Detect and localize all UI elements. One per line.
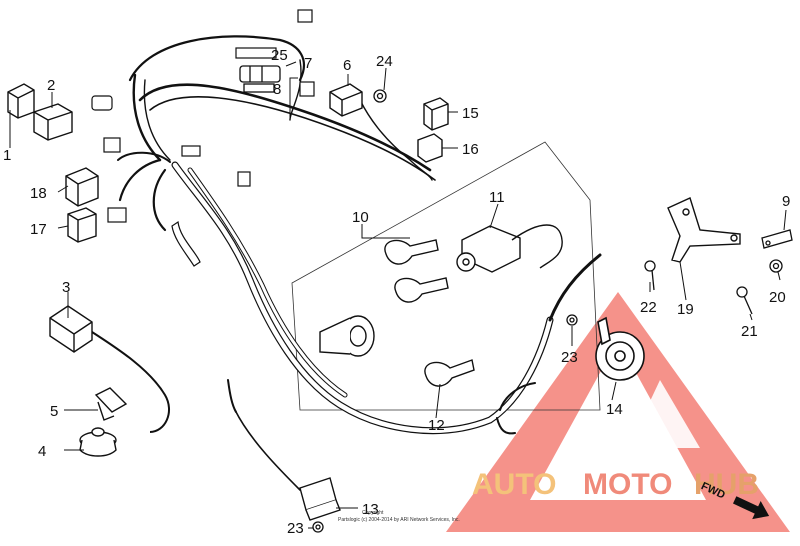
callout-6[interactable]: 6: [343, 57, 351, 74]
bolt-part-23-upper[interactable]: [566, 314, 578, 326]
watermark-text-moto: MOTO: [583, 468, 672, 501]
callout-22[interactable]: 22: [640, 299, 657, 316]
callout-16[interactable]: 16: [462, 141, 479, 158]
callout-13[interactable]: 13: [362, 501, 379, 518]
callout-3[interactable]: 3: [62, 279, 70, 296]
watermark-inner-triangle: [628, 380, 700, 448]
connector-part-6[interactable]: [329, 83, 363, 117]
callout-25[interactable]: 25: [271, 47, 288, 64]
harness-connectors: [91, 9, 315, 267]
fwd-arrow-icon: [732, 496, 770, 520]
relay-part-2[interactable]: [33, 103, 73, 141]
callout-8[interactable]: 8: [273, 81, 281, 98]
nut-part-20[interactable]: [769, 259, 783, 273]
ignition-assembly-box: [291, 141, 601, 411]
callout-2[interactable]: 2: [47, 77, 55, 94]
callout-10[interactable]: 10: [352, 209, 369, 226]
key-set-part-10[interactable]: [384, 239, 449, 303]
main-wire-harness: [117, 35, 602, 491]
bolt-part-24[interactable]: [373, 89, 387, 103]
callout-5[interactable]: 5: [50, 403, 58, 420]
spark-plug-cap-part-5[interactable]: [94, 387, 128, 421]
callout-12[interactable]: 12: [428, 417, 445, 434]
lock-cylinder-part-10[interactable]: [319, 315, 375, 357]
callout-15[interactable]: 15: [462, 105, 479, 122]
callout-14[interactable]: 14: [606, 401, 623, 418]
callout-23-lower[interactable]: 23: [287, 520, 304, 537]
ignition-coil-part-3[interactable]: [49, 305, 170, 433]
plate-part-9[interactable]: [761, 229, 793, 249]
ignition-switch-part-11[interactable]: [456, 224, 563, 273]
fuse-holder-part-7-8[interactable]: [239, 65, 281, 93]
callout-7[interactable]: 7: [304, 55, 312, 72]
callout-11[interactable]: 11: [489, 189, 505, 206]
callout-19[interactable]: 19: [677, 301, 694, 318]
callout-4[interactable]: 4: [38, 443, 46, 460]
copyright-line-1: Copyright: [362, 510, 384, 516]
callout-24[interactable]: 24: [376, 53, 393, 70]
horn-part-14[interactable]: [595, 316, 645, 381]
copyright-notice: Copyright Partslogic (c) 2004-2014 by AR…: [338, 510, 460, 523]
part-callouts: 1 2 3 4 5 6 7 8 9 10 11 12 13 14 15 16 1…: [3, 47, 790, 537]
callout-9[interactable]: 9: [782, 193, 790, 210]
washer-part-23-lower[interactable]: [312, 521, 324, 533]
callout-18[interactable]: 18: [30, 185, 47, 202]
leader-lines: [9, 61, 787, 529]
callout-17[interactable]: 17: [30, 221, 47, 238]
relay-part-1[interactable]: [7, 83, 35, 119]
callout-21[interactable]: 21: [741, 323, 758, 340]
relay-part-17[interactable]: [67, 207, 97, 243]
callout-23-upper[interactable]: 23: [561, 349, 578, 366]
plug-boot-part-4[interactable]: [79, 427, 117, 457]
bolt-part-21[interactable]: [736, 286, 753, 315]
sensor-part-13[interactable]: [299, 477, 341, 521]
watermark-triangle-icon: [446, 292, 790, 532]
connector-part-16[interactable]: [417, 133, 443, 163]
watermark-logo: AUTO MOTO HUB: [446, 292, 790, 532]
bracket-part-19[interactable]: [667, 197, 741, 263]
callout-1[interactable]: 1: [3, 147, 11, 164]
connector-part-15[interactable]: [423, 97, 449, 131]
copyright-line-2: Partslogic (c) 2004-2014 by ARI Network …: [338, 517, 460, 523]
watermark-text-auto: AUTO: [472, 468, 556, 501]
key-part-12[interactable]: [424, 359, 475, 387]
watermark-text-hub: HUB: [694, 468, 759, 501]
bolt-part-22[interactable]: [644, 260, 656, 291]
relay-part-18[interactable]: [65, 167, 99, 207]
callout-20[interactable]: 20: [769, 289, 786, 306]
